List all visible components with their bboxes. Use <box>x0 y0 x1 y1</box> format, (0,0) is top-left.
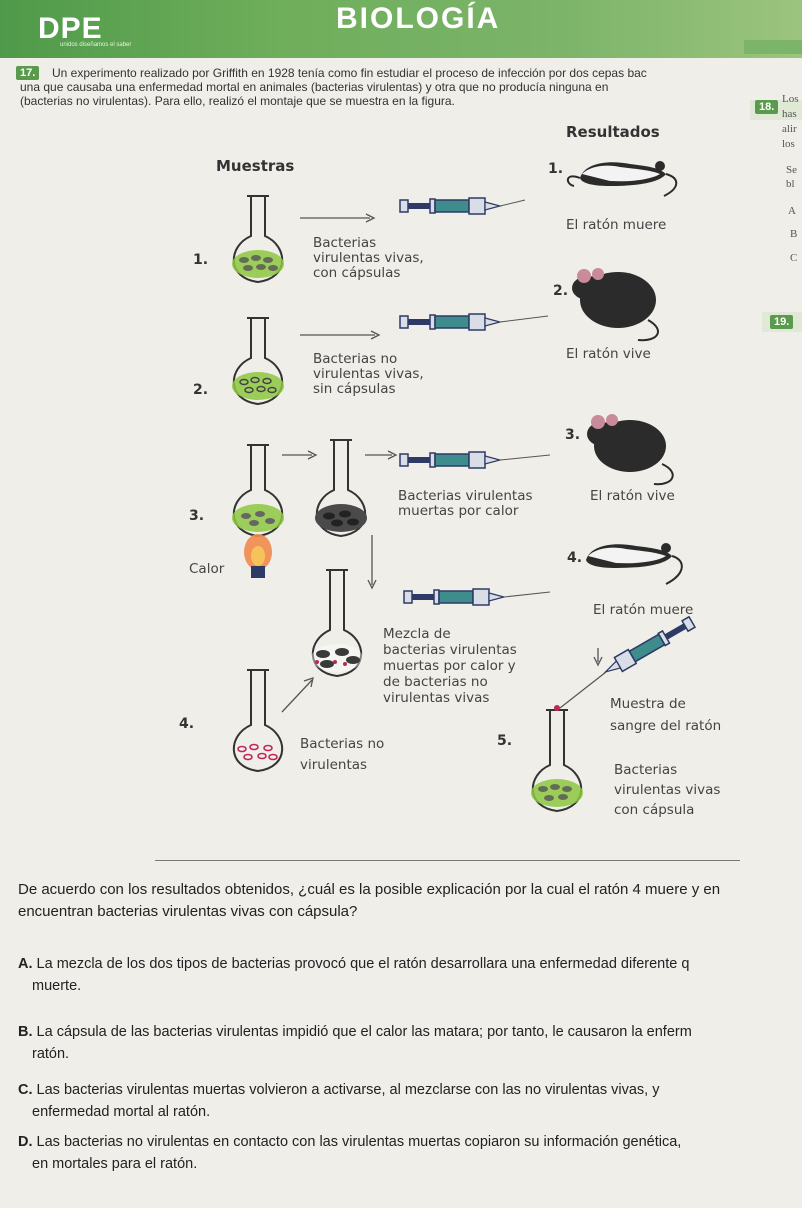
option-text: Las bacterias no virulentas en contacto … <box>36 1134 682 1150</box>
option-letter: C. <box>18 1082 33 1098</box>
sample-label-line: virulentas vivas, <box>313 366 424 382</box>
side-fragment: Se <box>786 164 797 176</box>
option-d[interactable]: D. Las bacterias no virulentas en contac… <box>18 1132 681 1152</box>
option-text: La mezcla de los dos tipos de bacterias … <box>36 956 690 972</box>
option-letter: D. <box>18 1134 33 1150</box>
bacteria-label-line: virulentas vivas <box>614 782 721 798</box>
sample-label-line: virulentas vivas <box>383 690 490 706</box>
result-number: 4. <box>567 550 583 566</box>
side-fragment: bl <box>786 178 795 190</box>
question-number: 17. <box>16 66 40 80</box>
option-a-continued: muerte. <box>32 978 82 994</box>
sample-label-line: virulentas <box>300 757 368 773</box>
option-d-continued: en mortales para el ratón. <box>32 1156 198 1172</box>
intro-line-3: (bacterias no virulentas). Para ello, re… <box>20 94 455 108</box>
result-label: El ratón muere <box>566 217 667 233</box>
sample-number: 4. <box>179 716 195 732</box>
option-letter: A. <box>18 956 33 972</box>
sample-number: 2. <box>193 382 209 398</box>
sample-number: 3. <box>189 508 205 524</box>
side-fragment: has <box>782 108 797 120</box>
side-question-18: 18. <box>755 100 779 114</box>
option-b-continued: ratón. <box>32 1046 70 1062</box>
sample-label-line: virulentas vivas, <box>313 250 424 266</box>
side-question-19: 19. <box>770 315 794 329</box>
question-line: De acuerdo con los resultados obtenidos,… <box>18 881 721 898</box>
header-band <box>0 0 802 58</box>
result-number: 1. <box>548 161 564 177</box>
sample-label-line: Bacterias virulentas <box>398 488 533 504</box>
heat-label: Calor <box>189 561 225 577</box>
intro-line-2: una que causaba una enfermedad mortal en… <box>20 80 609 94</box>
side-fragment: A <box>788 205 796 217</box>
sample-label-line: Bacterias no <box>300 736 385 752</box>
option-letter: B. <box>18 1024 33 1040</box>
sample-label-line: Mezcla de <box>383 626 451 642</box>
subject-title: BIOLOGÍA <box>336 2 501 35</box>
blood-label-line: sangre del ratón <box>610 718 722 734</box>
intro-line-1: Un experimento realizado por Griffith en… <box>52 66 647 80</box>
question-line: encuentran bacterias virulentas vivas co… <box>18 903 358 920</box>
sample-label-line: sin cápsulas <box>313 381 396 397</box>
sample-number: 5. <box>497 733 513 749</box>
sample-label-line: muertas por calor y <box>383 658 516 674</box>
result-label: El ratón vive <box>566 346 651 362</box>
option-c[interactable]: C. Las bacterias virulentas muertas volv… <box>18 1080 660 1100</box>
side-fragment: los <box>782 138 795 150</box>
column-header-results: Resultados <box>566 123 660 141</box>
result-label: El ratón vive <box>590 488 675 504</box>
sample-number: 1. <box>193 252 209 268</box>
side-logo-band <box>744 40 802 54</box>
option-c-continued: enfermedad mortal al ratón. <box>32 1104 211 1120</box>
result-number: 3. <box>565 427 581 443</box>
figure-frame <box>155 108 740 861</box>
sample-label-line: de bacterias no <box>383 674 488 690</box>
result-label: El ratón muere <box>593 602 694 618</box>
sample-label-line: muertas por calor <box>398 503 519 519</box>
sample-label-line: Bacterias no <box>313 351 398 367</box>
option-a[interactable]: A. La mezcla de los dos tipos de bacteri… <box>18 954 689 974</box>
blood-label-line: Muestra de <box>610 696 686 712</box>
side-fragment: B <box>790 228 798 240</box>
bacteria-label-line: con cápsula <box>614 802 695 818</box>
result-number: 2. <box>553 283 569 299</box>
option-text: Las bacterias virulentas muertas volvier… <box>36 1082 660 1098</box>
side-fragment: alir <box>782 123 797 135</box>
sample-label-line: bacterias virulentas <box>383 642 517 658</box>
column-header-samples: Muestras <box>216 157 295 175</box>
logo-tagline: unidos diseñamos el saber <box>60 42 132 48</box>
option-b[interactable]: B. La cápsula de las bacterias virulenta… <box>18 1022 692 1042</box>
side-fragment: Los <box>782 93 799 105</box>
option-text: La cápsula de las bacterias virulentas i… <box>36 1024 692 1040</box>
sample-label-line: Bacterias <box>313 235 377 251</box>
side-fragment: C <box>790 252 798 264</box>
publisher-logo: DPE <box>38 12 103 45</box>
sample-label-line: con cápsulas <box>313 265 401 281</box>
bacteria-label-line: Bacterias <box>614 762 678 778</box>
